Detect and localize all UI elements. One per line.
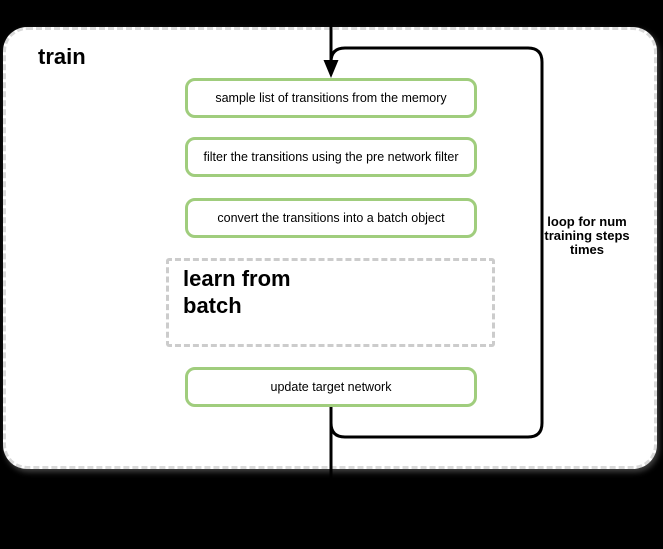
subprocess-learn-from-batch: learn from batch <box>166 258 495 347</box>
step-label: filter the transitions using the pre net… <box>203 150 459 164</box>
train-title: train <box>38 44 86 69</box>
step-label: convert the transitions into a batch obj… <box>217 211 445 225</box>
loop-annotation: loop for num training steps times <box>544 214 630 257</box>
step-sample-transitions: sample list of transitions from the memo… <box>185 78 477 118</box>
step-label: update target network <box>270 380 392 394</box>
step-filter-transitions: filter the transitions using the pre net… <box>185 137 477 177</box>
step-label: sample list of transitions from the memo… <box>215 91 447 105</box>
step-convert-transitions: convert the transitions into a batch obj… <box>185 198 477 238</box>
step-update-target-network: update target network <box>185 367 477 407</box>
subprocess-label: learn from batch <box>183 266 291 318</box>
